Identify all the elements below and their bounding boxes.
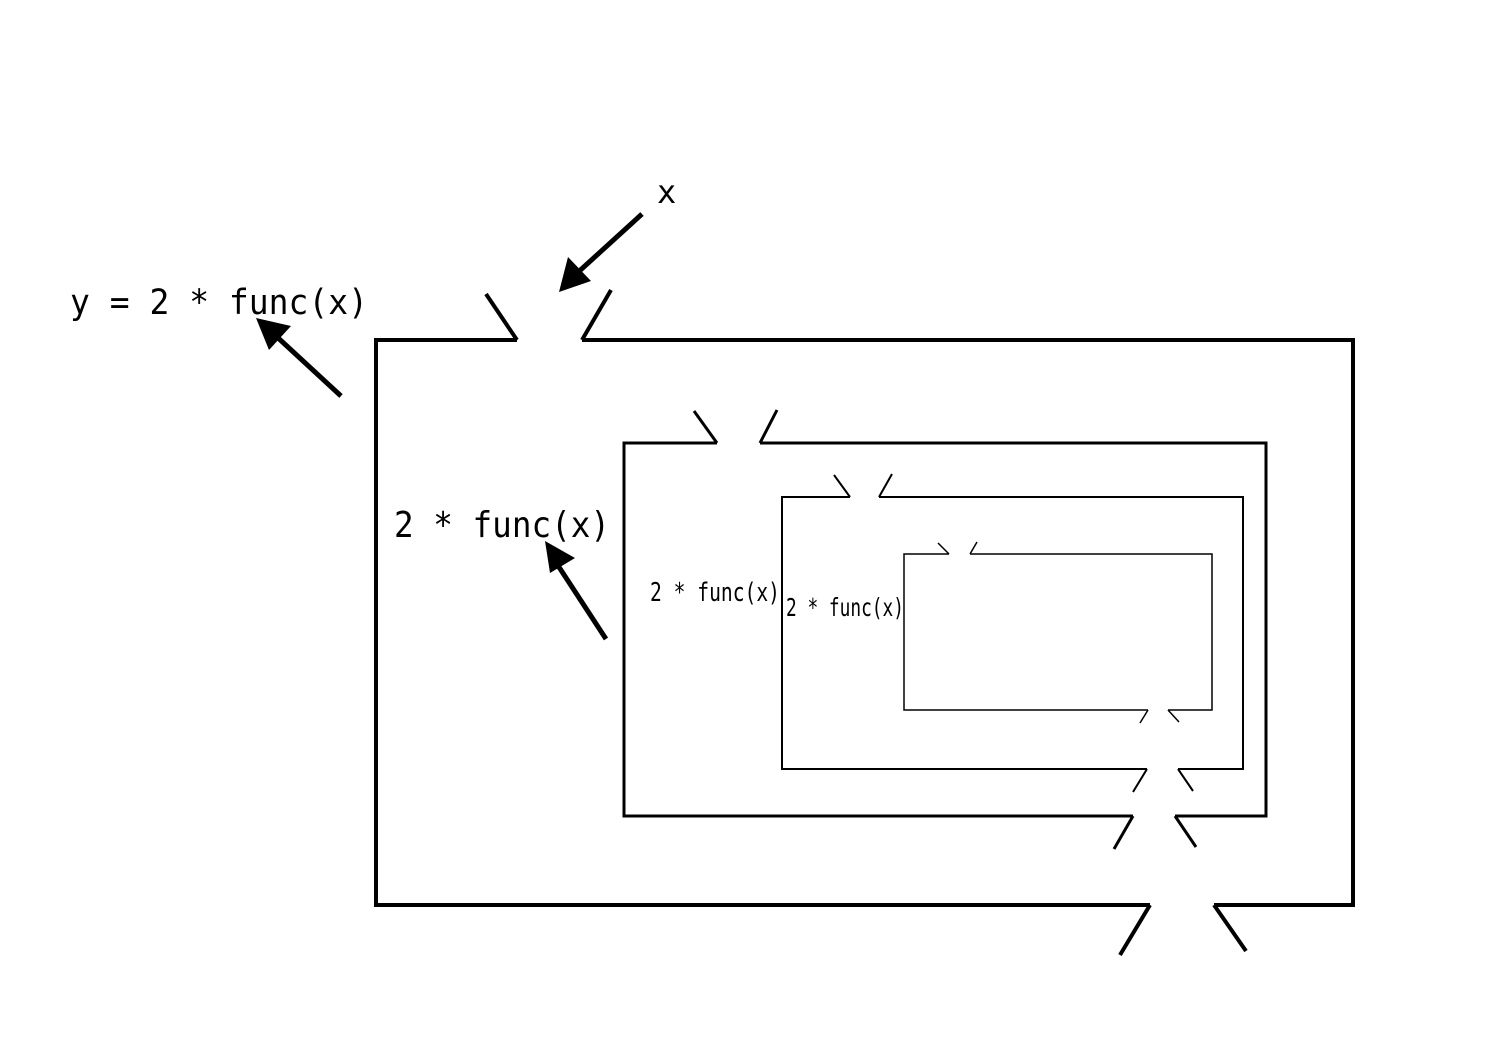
output-label: y = 2 * func(x): [70, 283, 368, 323]
inner-result-arrow: [545, 541, 609, 641]
box-level-3-outline: [781, 496, 1244, 770]
box-level-3-input-funnel: [833, 473, 893, 498]
box-level-4-outline: [903, 553, 1213, 711]
box-level-3-output-funnel: [1132, 768, 1194, 793]
box-level-2-output-funnel: [1112, 815, 1198, 850]
inner-result-arrow-head: [545, 541, 575, 573]
box-level-2-input-funnel: [692, 409, 779, 444]
box-level-4-input-funnel: [937, 541, 978, 555]
input-label: x: [657, 173, 676, 211]
box-level-2-outline: [622, 441, 1268, 818]
input-arrow: [559, 212, 644, 292]
box-level-1-input-funnel: [484, 288, 613, 342]
output-arrow-shaft: [274, 334, 343, 398]
box-level-1: [374, 288, 1355, 957]
output-arrow: [256, 318, 343, 398]
box-level-2: [622, 409, 1268, 850]
box-level-3: [781, 473, 1244, 793]
input-arrow-head: [559, 257, 591, 292]
box-level-4-result-label: 2 * func(x): [786, 593, 904, 622]
output-arrow-head: [256, 318, 291, 350]
box-level-2-result-label: 2 * func(x): [394, 505, 610, 546]
box-level-4: [903, 541, 1213, 724]
box-level-1-outline: [374, 338, 1355, 907]
box-level-1-output-funnel: [1118, 903, 1248, 957]
input-arrow-shaft: [573, 212, 644, 277]
box-level-4-output-funnel: [1139, 709, 1180, 724]
box-level-3-result-label: 2 * func(x): [650, 578, 780, 608]
inner-result-arrow-shaft: [554, 562, 609, 641]
